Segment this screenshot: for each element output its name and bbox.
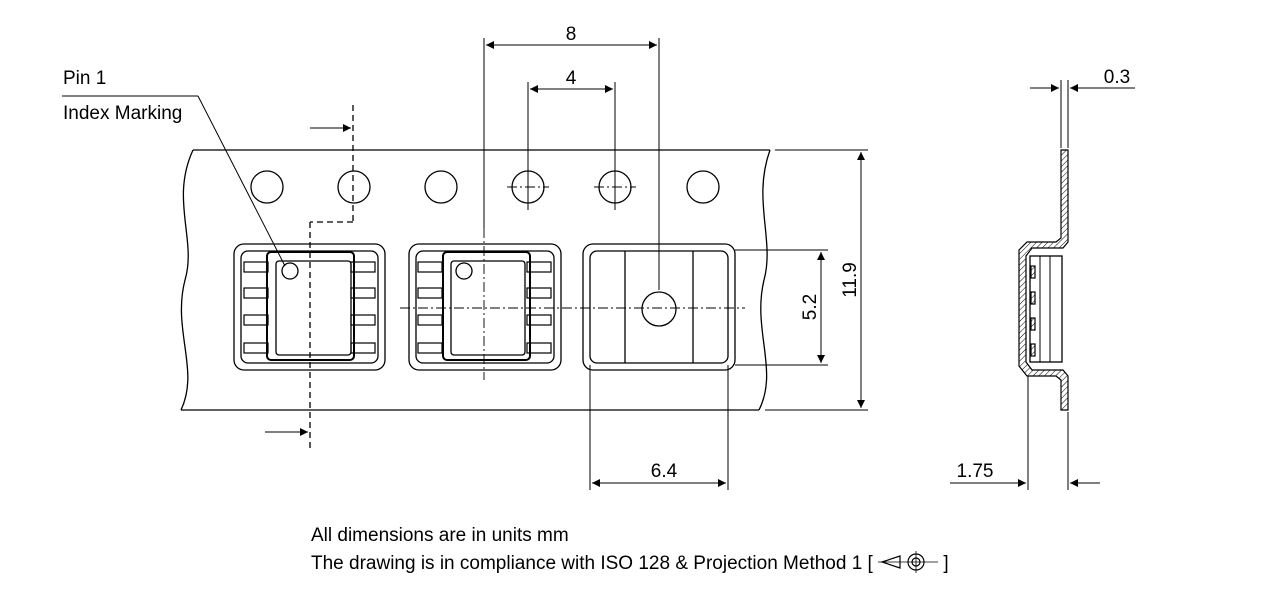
dimension-6-4-value: 6.4: [651, 461, 678, 482]
dimension-5-2: 5.2: [735, 249, 828, 366]
pin1-callout: Pin 1 Index Marking: [62, 68, 286, 267]
first-angle-projection-icon: [878, 551, 939, 573]
dimension-11-9: 11.9: [765, 149, 868, 411]
tape-side-view: [1018, 149, 1069, 411]
pin1-label: Pin 1: [63, 68, 106, 89]
dimension-4: 4: [527, 68, 616, 210]
dimension-0-3: 0.3: [1030, 67, 1135, 148]
dimension-11-9-value: 11.9: [840, 262, 861, 298]
drawing-notes: All dimensions are in units mm The drawi…: [311, 522, 949, 578]
units-note: All dimensions are in units mm: [311, 525, 569, 546]
projection-note: The drawing is in compliance with ISO 12…: [311, 550, 949, 578]
projection-note-bracket: ]: [943, 553, 949, 574]
dimension-1-75: 1.75: [950, 376, 1100, 490]
dimension-0-3-value: 0.3: [1104, 67, 1130, 88]
dimension-6-4: 6.4: [589, 365, 729, 490]
projection-note-text: The drawing is in compliance with ISO 12…: [311, 553, 873, 574]
sprocket-holes: [250, 170, 720, 204]
pin1-index-dot: [281, 262, 299, 280]
dimension-4-value: 4: [566, 68, 577, 89]
center-lines: [400, 228, 745, 380]
dimension-5-2-value: 5.2: [800, 294, 821, 320]
pocket-2: [408, 243, 562, 371]
dimension-8: 8: [483, 24, 660, 290]
pin1-orientation-marker: [265, 105, 354, 452]
index-marking-label: Index Marking: [63, 103, 182, 124]
dimension-1-75-value: 1.75: [957, 461, 994, 482]
dimension-8-value: 8: [566, 24, 577, 45]
carrier-tape-outline: [180, 149, 771, 411]
